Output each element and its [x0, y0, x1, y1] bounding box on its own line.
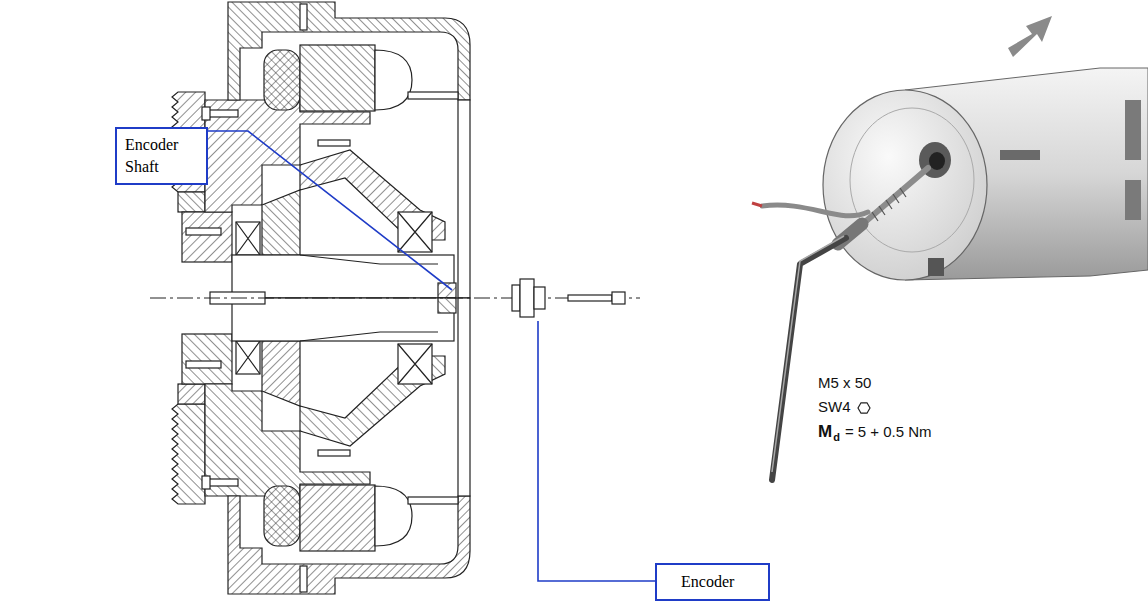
torque-value: = 5 + 0.5 Nm	[845, 423, 932, 440]
encoder-screw	[568, 292, 625, 304]
pulley-flange	[178, 192, 205, 212]
face-notch	[928, 258, 944, 276]
stator	[300, 45, 375, 111]
stator-bolt	[408, 92, 458, 99]
torque-subscript: d	[833, 431, 840, 444]
cable-tip	[752, 203, 762, 206]
encoder-part	[512, 279, 545, 317]
body-slot	[1000, 150, 1040, 160]
callout-box: Encoder Shaft	[115, 127, 208, 185]
hub-bolt	[186, 228, 221, 235]
hex-key	[772, 238, 846, 480]
torque-symbol: M	[818, 422, 832, 442]
bearing	[398, 212, 432, 252]
end-plate	[458, 100, 470, 298]
motor-section-mirror	[172, 298, 470, 594]
coil	[264, 50, 300, 110]
encoder-part	[534, 287, 545, 309]
callout-text: Encoder Shaft	[125, 134, 200, 178]
bearing-cross	[236, 222, 260, 255]
body-slot	[1125, 180, 1141, 220]
encoder-photo	[752, 16, 1148, 480]
hex-symbol	[857, 401, 871, 415]
leader-lines	[208, 131, 452, 290]
screw-shank	[858, 168, 928, 228]
screw-size: M5 x 50	[818, 374, 871, 391]
hub	[182, 212, 232, 262]
hex-key-shine	[772, 236, 844, 472]
bearing-cross	[398, 212, 432, 252]
hub-ring	[262, 190, 300, 255]
leader-lines	[208, 131, 655, 581]
bearing	[236, 222, 260, 255]
motor-section	[172, 2, 470, 298]
hex-outline	[858, 402, 870, 412]
axis	[150, 298, 640, 299]
callout-box: Encoder	[655, 563, 770, 601]
cone-screw	[318, 140, 350, 146]
front-face	[823, 90, 987, 280]
screw-thread	[872, 188, 906, 221]
encoder-screw	[612, 292, 625, 304]
body-slot	[1125, 100, 1141, 160]
encoder-part	[512, 285, 520, 311]
flange-bolt-head	[202, 107, 210, 120]
housing-bolt	[300, 4, 307, 30]
cable	[762, 205, 868, 216]
callout-text: Encoder	[681, 571, 760, 593]
coil-end	[375, 50, 412, 110]
center-hole-inner	[929, 152, 945, 170]
direction-arrow	[1008, 16, 1052, 57]
face-ring	[850, 108, 974, 252]
encoder-part	[520, 279, 534, 317]
leader-lines	[538, 321, 655, 581]
flange-bolt	[208, 110, 238, 117]
encoder-screw	[568, 295, 612, 301]
wrench-size: SW4	[818, 398, 851, 415]
